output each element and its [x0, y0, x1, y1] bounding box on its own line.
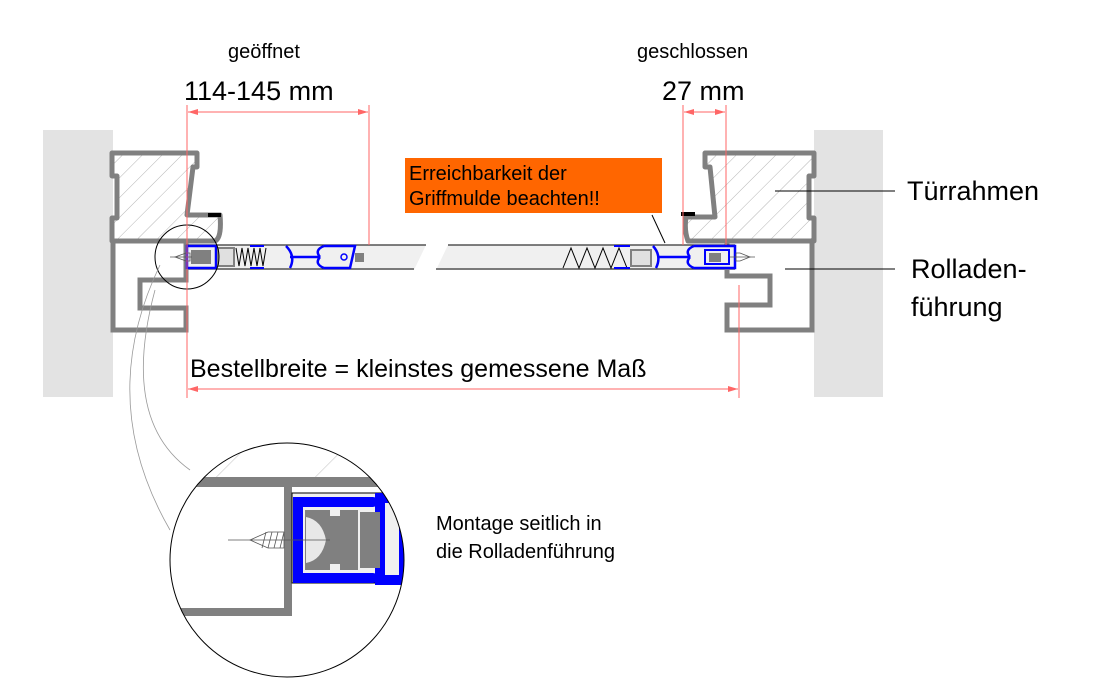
- left-roller-guide: [110, 243, 189, 333]
- detail-leader-arc: [129, 264, 171, 531]
- right-seal: [681, 212, 695, 216]
- detail-leader-arc: [142, 289, 191, 471]
- roller-guide-label-line2: führung: [911, 292, 1003, 322]
- dimension-closed: [682, 105, 740, 398]
- right-roller-guide: [724, 243, 815, 333]
- detail-circle-outline: [169, 442, 405, 678]
- dimension-open: [186, 105, 370, 398]
- open-title: geöffnet: [228, 41, 300, 63]
- warning-box: [405, 158, 662, 213]
- right-wall: [814, 130, 883, 397]
- roller-guide-label-line1: Rolladen-: [911, 254, 1027, 284]
- closed-title: geschlossen: [637, 41, 748, 63]
- left-wall: [43, 130, 113, 397]
- door-frame-label: Türrahmen: [907, 176, 1039, 206]
- warning-leader: [651, 214, 666, 244]
- mounting-note-line2: die Rolladenführung: [436, 541, 615, 563]
- left-seal: [208, 213, 221, 217]
- mounting-note-line1: Montage seitlich in: [436, 513, 602, 535]
- open-dimension: 114-145 mm: [184, 76, 334, 106]
- detail-view: [170, 443, 404, 616]
- shutter-bar-left: [185, 244, 426, 270]
- warning-text-line1: Erreichbarkeit der: [409, 163, 567, 185]
- order-width-label: Bestellbreite = kleinstes gemessene Maß: [190, 355, 646, 383]
- screw-right: [730, 252, 755, 262]
- closed-dimension: 27 mm: [662, 76, 745, 106]
- shutter-bar-right: [436, 244, 737, 270]
- warning-text-line2: Griffmulde beachten!!: [409, 188, 600, 210]
- screw-left: [170, 252, 192, 262]
- left-door-frame: [109, 150, 223, 244]
- right-door-frame: [681, 150, 817, 244]
